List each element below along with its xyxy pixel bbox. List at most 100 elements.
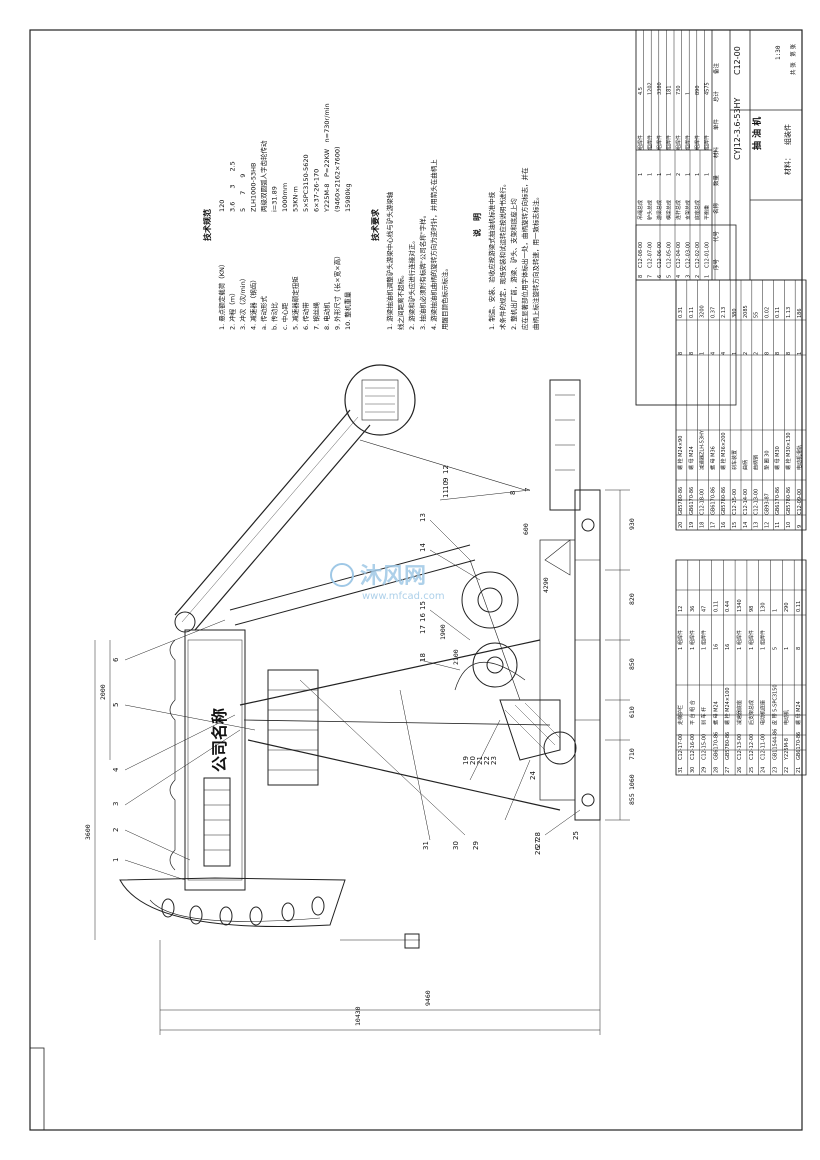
parts-cell-name: 皮 带 5-SPC3150 bbox=[771, 684, 778, 725]
spec-label: 3. 冲次（次/min） bbox=[238, 275, 247, 330]
parts-cell-qty: 1 bbox=[686, 173, 692, 176]
spec-label: 7. 钢丝绳 bbox=[312, 302, 321, 330]
parts-cell-mat: 组焊件 bbox=[704, 135, 711, 150]
parts-cell-name: 刹车装置 bbox=[731, 450, 738, 470]
parts-cell-no: 29 bbox=[702, 767, 708, 773]
parts-cell-qty: 1 bbox=[702, 647, 708, 650]
beam-centerline bbox=[359, 439, 526, 491]
dimension-text: 930 bbox=[628, 518, 636, 530]
part-number: 17 bbox=[419, 625, 427, 634]
parts-cell-qty: 1 bbox=[749, 647, 755, 650]
parts-cell-qty: 1 bbox=[695, 173, 701, 176]
part-number: 15 bbox=[419, 601, 427, 610]
spec-value: ZLH1000-53HB bbox=[250, 163, 258, 212]
note-line: 2. 整机出厂前，游梁、驴头、支架和底座上均 bbox=[509, 198, 518, 330]
parts-cell-name: 螺 栓 M30×130 bbox=[785, 432, 792, 470]
parts-cell-name: 连杆总成 bbox=[675, 200, 682, 220]
part-number: 20 bbox=[469, 756, 477, 765]
spec-label: 8. 电动机 bbox=[322, 302, 331, 330]
parts-cell-no: 20 bbox=[678, 522, 684, 528]
walking-beam-upper bbox=[174, 409, 351, 616]
requirement-line: 1. 游梁抽油机调整驴头游梁中心线与驴头游梁轴 bbox=[385, 191, 394, 330]
parts-cell-w: 0.02 bbox=[764, 307, 770, 318]
title-header: 总计 bbox=[712, 90, 720, 102]
parts-cell-no: 27 bbox=[725, 767, 731, 773]
parts-cell-name: 螺 栓 M24×90 bbox=[677, 436, 684, 470]
dimension-text: 10430 bbox=[354, 1006, 362, 1026]
parts-cell-mat: 组焊件 bbox=[675, 135, 682, 150]
parts-cell-no: 28 bbox=[713, 767, 719, 773]
parts-cell-mat: 组焊件 bbox=[685, 135, 692, 150]
parts-cell-name: 曲柄销 bbox=[753, 455, 760, 470]
parts-cell-code: GB6170-86 bbox=[689, 487, 695, 515]
carrier-bar bbox=[404, 933, 420, 949]
parts-cell-code: C12-04-00 bbox=[676, 242, 682, 268]
part-number: 13 bbox=[419, 513, 427, 522]
parts-cell-code: GB6170-86 bbox=[710, 487, 716, 515]
spec-value: 120 bbox=[218, 200, 226, 212]
parts-cell-qty: 1 bbox=[700, 352, 706, 355]
parts-cell-qty: 1 bbox=[797, 352, 803, 355]
parts-cell-name: 横梁总成 bbox=[666, 200, 673, 220]
parts-cell-qty: 1 bbox=[761, 647, 767, 650]
parts-cell-qty: 4 bbox=[721, 352, 727, 355]
parts-cell-no: 8 bbox=[638, 275, 644, 278]
parts-cell-mat: 组焊件 bbox=[666, 135, 673, 150]
parts-cell-w: 4575 bbox=[705, 82, 711, 95]
parts-cell-no: 4 bbox=[676, 275, 682, 278]
parts-cell-code: C12-17-00 bbox=[678, 734, 684, 760]
parts-cell-no: 16 bbox=[721, 522, 727, 528]
parts-cell-w: 0.11 bbox=[689, 307, 695, 318]
parts-cell-name: 平衡重 bbox=[704, 205, 711, 220]
parts-cell-no: 13 bbox=[754, 522, 760, 528]
parts-cell-code: C12-07-00 bbox=[648, 242, 654, 268]
parts-cell-name: 螺 栓 M36×200 bbox=[720, 432, 727, 470]
parts-cell-code: C12-15-00 bbox=[702, 734, 708, 760]
spec-label: 9. 外形尺寸（长×宽×高） bbox=[333, 252, 342, 330]
dimension-text: 610 bbox=[628, 706, 636, 718]
part-number: 2 bbox=[112, 828, 120, 832]
spec-value: (9460×2162×7600) bbox=[334, 146, 342, 212]
part-number: 29 bbox=[472, 841, 480, 850]
requirements-list: 1. 游梁抽油机调整驴头游梁中心线与驴头游梁轴 线之间距离不超标。2. 游梁和驴… bbox=[385, 159, 449, 330]
part-number: 26 bbox=[534, 846, 542, 855]
parts-cell-mat: 组焊件 bbox=[701, 630, 708, 645]
parts-cell-mat: 组焊件 bbox=[677, 630, 684, 645]
dimension-text: 855 bbox=[628, 793, 636, 805]
watermark-url: www.mfcad.com bbox=[362, 591, 445, 602]
parts-cell-w: 730 bbox=[676, 85, 682, 95]
parts-cell-no: 24 bbox=[761, 767, 767, 773]
parts-cell-qty: 2 bbox=[676, 173, 682, 176]
parts-cell-w: 4.5 bbox=[638, 87, 644, 95]
counterweight-inner bbox=[149, 899, 321, 922]
parts-cell-name: 底座总成 bbox=[694, 200, 701, 220]
parts-cell-code: C12-11-00 bbox=[761, 734, 767, 760]
part-number: 1 bbox=[112, 858, 120, 862]
drawing-name: 抽 油 机 bbox=[751, 117, 763, 150]
parts-cell-code: Y225M-8 bbox=[784, 738, 790, 761]
parts-cell-w: 36 bbox=[690, 606, 696, 612]
parts-cell-code: GB6170-86 bbox=[796, 732, 802, 760]
spec-value: 15980kg bbox=[344, 183, 352, 212]
parts-cell-qty: 8 bbox=[678, 352, 684, 355]
parts-cell-w: 890 bbox=[695, 85, 701, 95]
samson-post-leg-2 bbox=[247, 739, 561, 811]
parts-cell-code: C12-06-00 bbox=[657, 242, 663, 268]
parts-cell-mat: 组焊件 bbox=[694, 135, 701, 150]
parts-list-grid-lines bbox=[635, 30, 807, 775]
watermark-logo-icon bbox=[330, 563, 354, 587]
watermark: 沐风网 www.mfcad.com bbox=[330, 563, 445, 602]
parts-cell-code: GB93-87 bbox=[764, 493, 770, 515]
part-number: 22 bbox=[483, 756, 491, 765]
parts-cell-no: 17 bbox=[710, 522, 716, 528]
parts-cell-name: 螺 母 M24 bbox=[688, 446, 695, 470]
scale: 1:30 bbox=[775, 45, 782, 60]
parts-cell-qty: 8 bbox=[786, 352, 792, 355]
parts-cell-code: C12-05-00 bbox=[667, 242, 673, 268]
part-number: 30 bbox=[452, 841, 460, 850]
parts-cell-no: 31 bbox=[678, 767, 684, 773]
parts-cell-qty: 8 bbox=[796, 647, 802, 650]
